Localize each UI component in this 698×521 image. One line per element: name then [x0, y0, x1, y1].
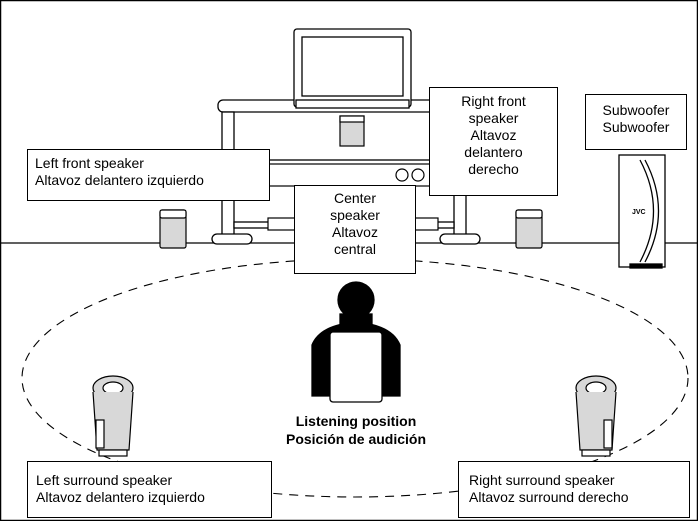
left-surround-label-en: Left surround speaker [36, 472, 173, 488]
right-surround-label-en: Right surround speaker [469, 472, 615, 488]
right-surround-speaker [575, 375, 617, 457]
left-front-label-es: Altavoz delantero izquierdo [35, 172, 204, 188]
left-front-label-en: Left front speaker [35, 155, 144, 171]
left-surround-label-es: Altavoz delantero izquierdo [36, 489, 205, 505]
subwoofer-label-line: Subwoofer [602, 119, 670, 135]
left-front-speaker [159, 209, 187, 249]
center-label-line: central [333, 241, 377, 257]
subwoofer-label: Subwoofer Subwoofer [585, 94, 687, 150]
right-surround-label-es: Altavoz surround derecho [469, 489, 629, 505]
right-front-speaker [515, 209, 543, 249]
television [293, 28, 412, 109]
center-label: Center speaker Altavoz central [294, 185, 416, 274]
right-front-label-line: Altavoz [470, 127, 517, 143]
listening-position-label-es: Posición de audición [285, 431, 427, 447]
av-receiver [267, 163, 433, 187]
subwoofer-label-line: Subwoofer [602, 102, 670, 118]
left-front-label: Left front speaker Altavoz delantero izq… [27, 149, 270, 201]
right-front-label-line: speaker [468, 110, 519, 126]
right-front-label: Right front speaker Altavoz delantero de… [429, 87, 558, 196]
right-front-label-line: delantero [464, 144, 523, 160]
subwoofer-brand: JVC [632, 209, 646, 216]
subwoofer [618, 154, 666, 269]
listening-position-label: Listening position Posición de audición [256, 412, 456, 448]
right-front-label-line: derecho [468, 161, 519, 177]
left-surround-label: Left surround speaker Altavoz delantero … [27, 461, 272, 518]
left-surround-speaker [92, 375, 134, 457]
right-surround-label: Right surround speaker Altavoz surround … [458, 461, 690, 518]
center-label-line: Center [333, 190, 377, 206]
listener [311, 281, 401, 403]
center-label-line: Altavoz [332, 224, 378, 240]
right-front-label-line: Right front [461, 93, 526, 109]
listening-position-label-en: Listening position [295, 413, 417, 429]
center-speaker [339, 115, 365, 147]
center-label-line: speaker [330, 207, 380, 223]
